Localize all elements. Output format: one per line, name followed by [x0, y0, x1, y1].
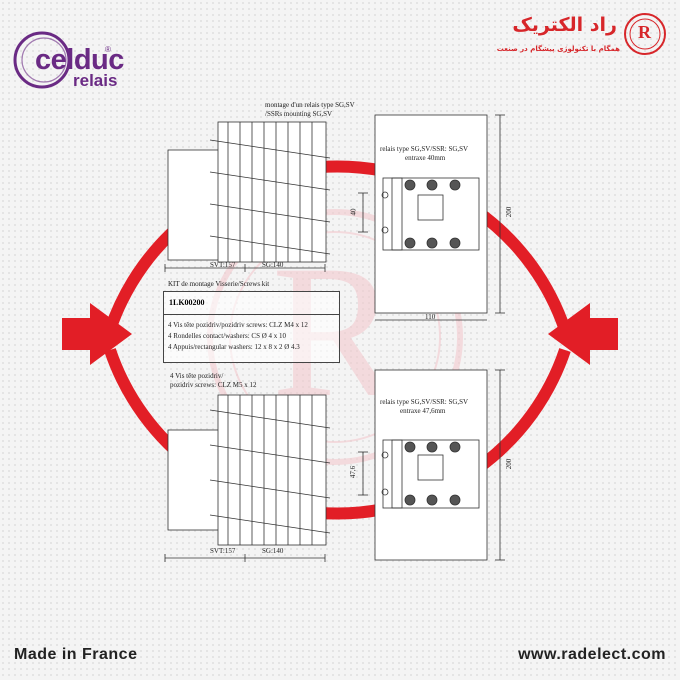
brand-trademark: ®: [105, 45, 111, 54]
top-relay-title-2: entraxe 40mm: [405, 154, 446, 162]
top-title-line-1: montage d'un relais type SG,SV: [265, 101, 355, 109]
dim-sv-top: SVT:157: [210, 261, 236, 269]
dim-sg-bottom: SG:140: [262, 547, 284, 555]
dim-sg-top: SG:140: [262, 261, 284, 269]
arrow-head-left: [62, 303, 132, 365]
brand-subtitle: relais: [73, 71, 118, 90]
celduc-logo-mark: [13, 31, 71, 89]
kit-line-1: 4 Vis tête pozidriv/pozidriv screws: CLZ…: [168, 321, 308, 329]
dim-40: 40: [349, 208, 358, 216]
top-title-line-2: /SSRs mounting SG,SV: [265, 110, 333, 118]
kit-table: 1LK00200 4 Vis tête pozidriv/pozidriv sc…: [163, 291, 340, 363]
kit-reference: 1LK00200: [169, 298, 205, 307]
heatsink-bottom: [164, 394, 331, 562]
arrow-arc-bottom: [104, 348, 571, 520]
heatsink-top: [164, 121, 331, 272]
arrow-head-right: [548, 303, 618, 365]
dealer-emblem-letter: R: [638, 22, 651, 42]
dim-200-top: 200: [505, 206, 514, 218]
dim-110: 110: [425, 313, 436, 321]
bottom-screw-note-1: 4 Vis tête pozidriv/: [170, 372, 224, 380]
relay-panel-bottom: [358, 369, 505, 561]
website-link[interactable]: www.radelect.com: [518, 646, 666, 663]
dim-200-bottom: 200: [505, 458, 514, 470]
made-in-label: Made in France: [14, 646, 138, 663]
arrow-arc-top: [104, 160, 571, 332]
dim-sv-bottom: SVT:157: [210, 547, 236, 555]
dim-47: 47,6: [349, 465, 358, 479]
dealer-logo-text: راد الکتریک: [512, 14, 617, 36]
dealer-tagline: همگام با تکنولوژی پیشگام در صنعت: [496, 45, 620, 53]
top-relay-title-1: relais type SG,SV/SSR: SG,SV: [380, 145, 469, 153]
relay-panel-top: [358, 114, 505, 321]
bottom-screw-note-2: pozidriv screws: CLZ M5 x 12: [170, 381, 257, 389]
bottom-relay-title-2: entraxe 47,6mm: [400, 407, 446, 415]
bottom-relay-title-1: relais type SG,SV/SSR: SG,SV: [380, 398, 469, 406]
dealer-emblem: [624, 13, 666, 55]
kit-divider: [164, 314, 339, 315]
kit-title: KIT de montage Visserie/Screws kit: [168, 280, 270, 288]
brand-name: celduc: [35, 44, 124, 76]
kit-line-3: 4 Appuis/rectangular washers: 12 x 8 x 2…: [168, 343, 300, 351]
circular-arrows: [62, 160, 618, 520]
kit-line-2: 4 Rondelles contact/washers: CS Ø 4 x 10: [168, 332, 287, 340]
